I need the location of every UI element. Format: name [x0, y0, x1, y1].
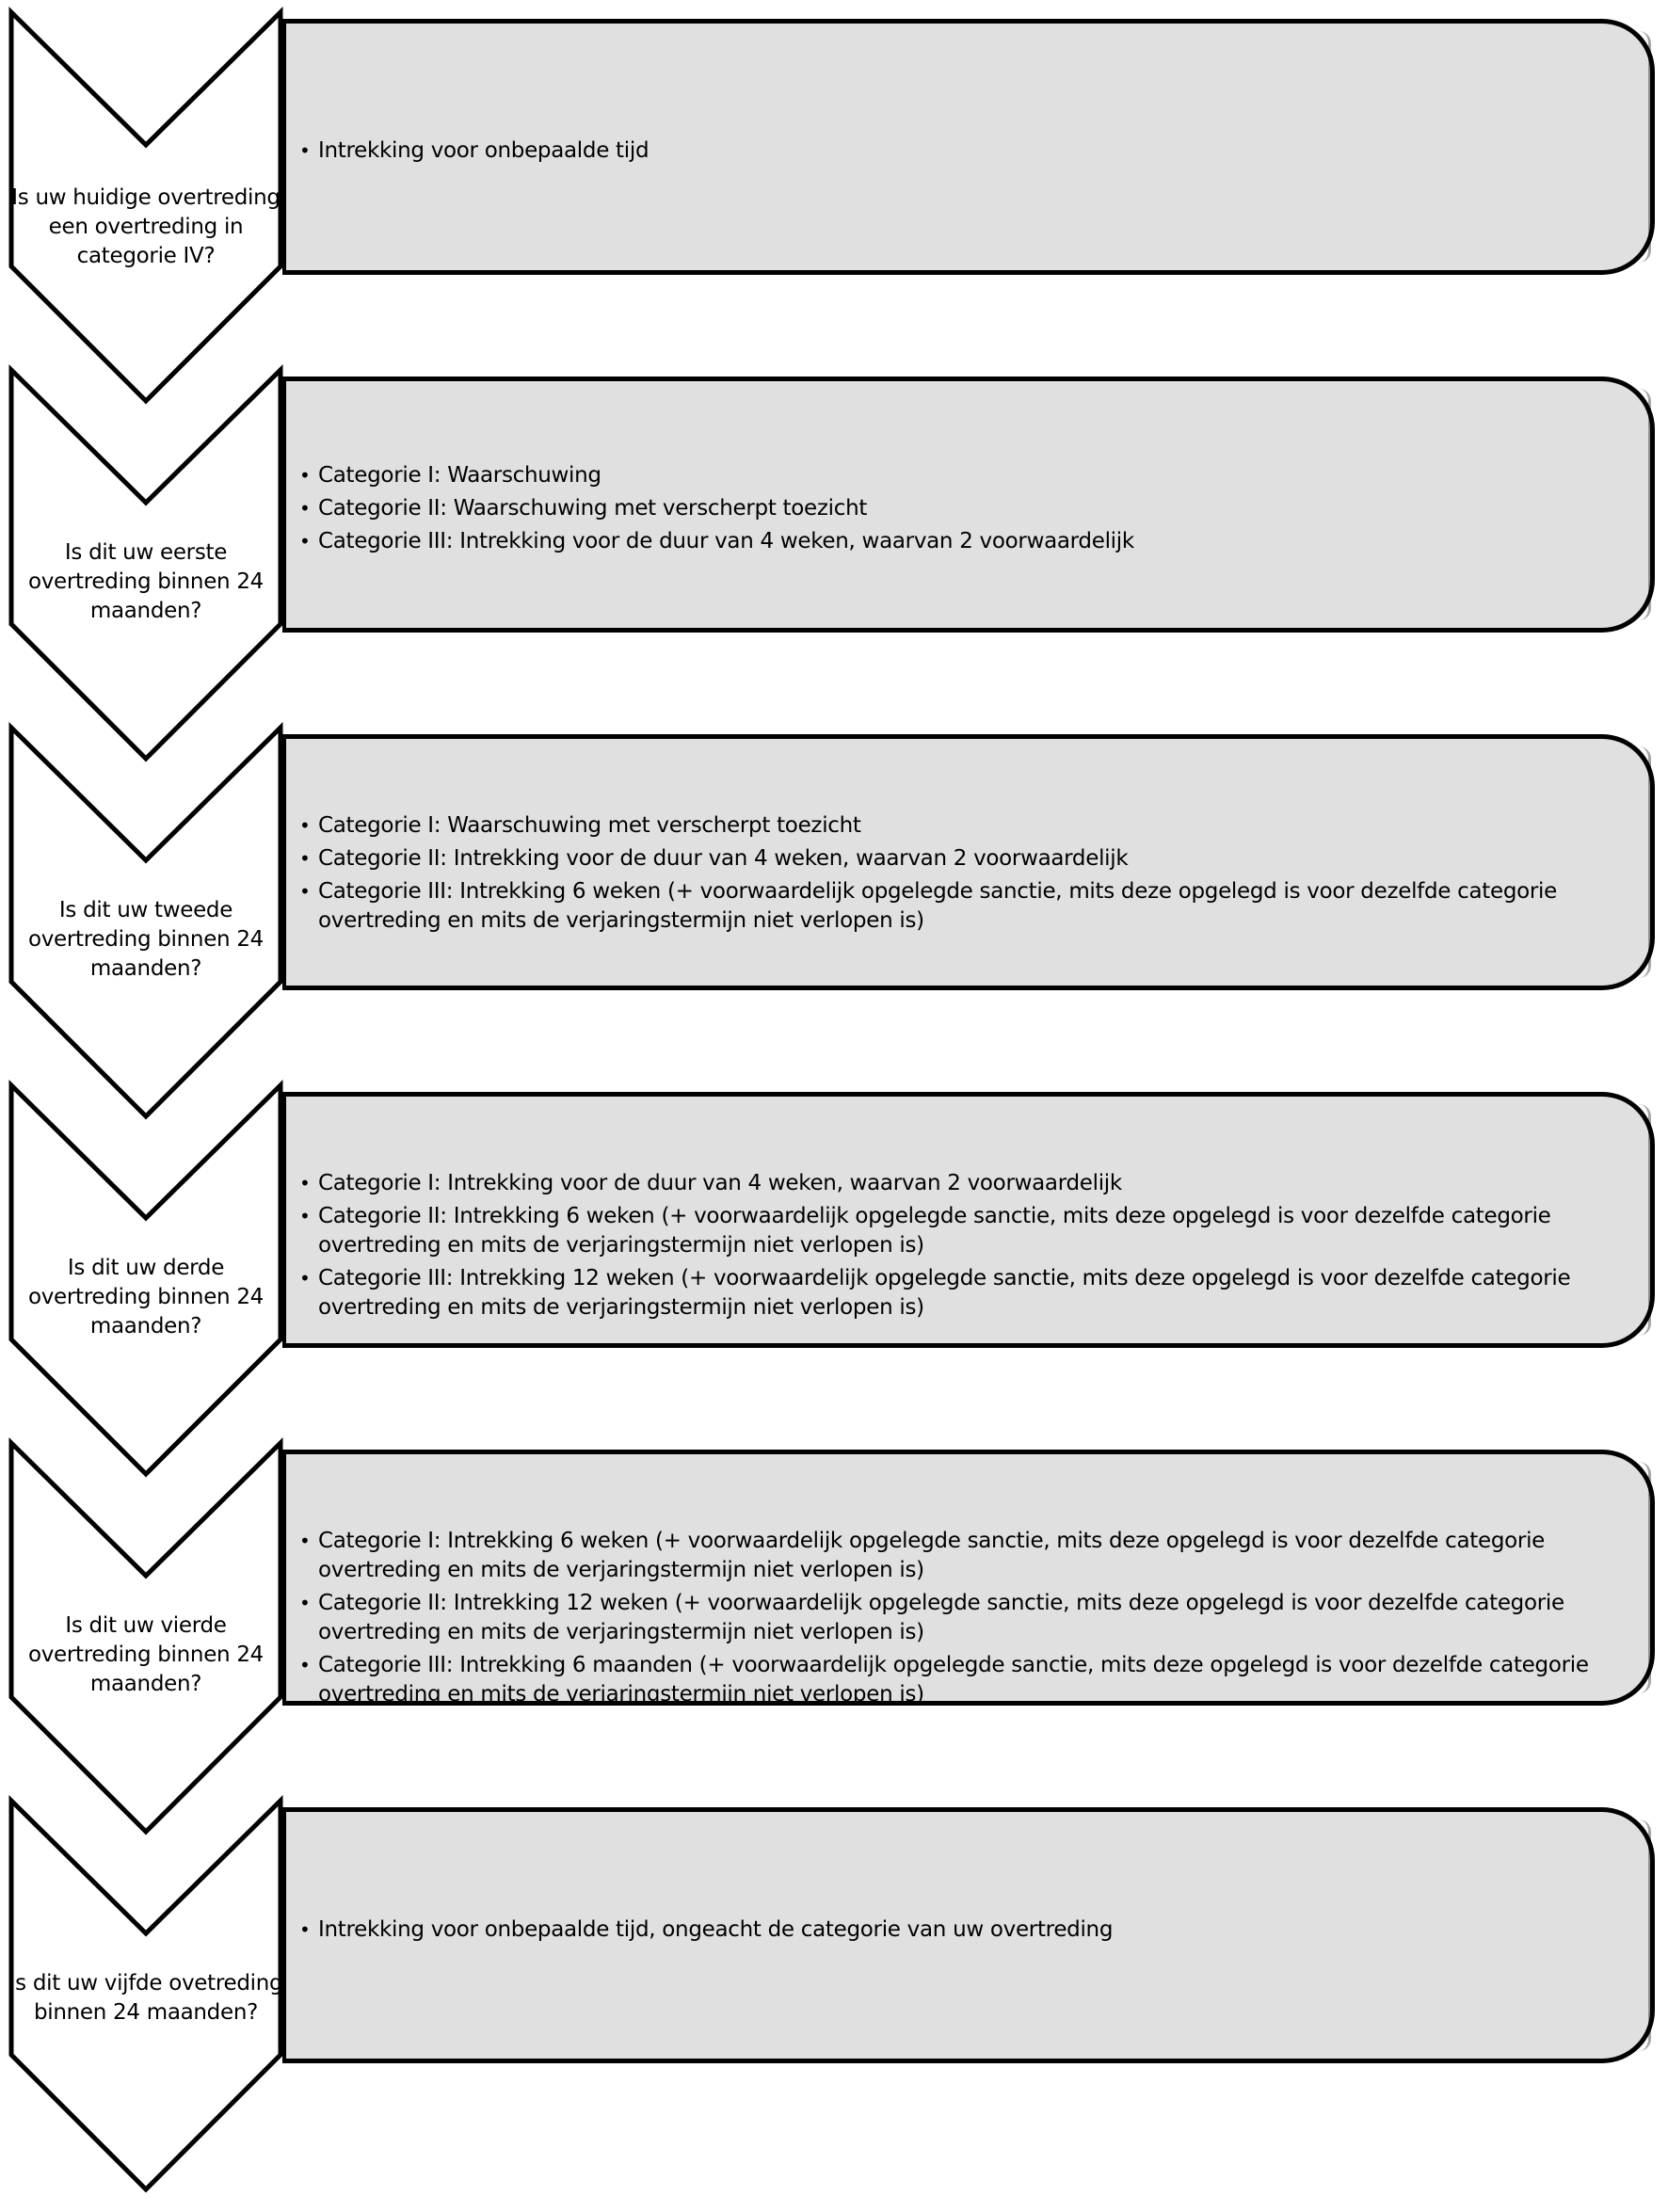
- chevron-outline: [8, 1795, 283, 2193]
- question-label: Is uw huidige overtreding een overtredin…: [11, 185, 281, 268]
- list-item: • Categorie III: Intrekking 12 weken (+ v…: [299, 1264, 1639, 1322]
- chevron-arrow-shape: [8, 722, 283, 1120]
- outcome-list: • Categorie I: Waarschuwing met verscherp…: [299, 811, 1639, 939]
- chevron-arrow-shape: [8, 364, 283, 762]
- bullet-icon: •: [299, 1205, 311, 1227]
- chevron-arrow-shape: [8, 7, 283, 405]
- list-item: • Intrekking voor onbepaalde tijd, ongeac…: [299, 1915, 1639, 1945]
- bullet-icon: •: [299, 464, 311, 487]
- outcome-text: Intrekking voor onbepaalde tijd: [318, 138, 650, 163]
- question-label: Is dit uw tweede overtreding binnen 24 m…: [27, 898, 265, 981]
- chevron-outline: [8, 1437, 283, 1835]
- chevron-outline: [8, 7, 283, 405]
- outcome-box: • Intrekking voor onbepaalde tijd: [282, 19, 1655, 275]
- bullet-icon: •: [299, 497, 311, 520]
- list-item: • Categorie II: Intrekking 12 weken (+ vo…: [299, 1589, 1639, 1647]
- outcome-box: • Categorie I: Intrekking 6 weken (+ voor…: [282, 1450, 1655, 1707]
- outcome-box: • Categorie I: Waarschuwing • Categorie II:…: [282, 377, 1655, 633]
- bullet-icon: •: [299, 847, 311, 870]
- list-item: • Categorie I: Intrekking 6 weken (+ voor…: [299, 1527, 1639, 1585]
- outcome-text: Categorie III: Intrekking 12 weken (+ vo…: [318, 1266, 1571, 1320]
- flow-row: • Categorie I: Intrekking voor de duur va…: [0, 1080, 1668, 1478]
- list-item: • Categorie III: Intrekking voor de duur …: [299, 527, 1639, 556]
- outcome-text: Categorie I: Intrekking voor de duur van…: [318, 1171, 1122, 1195]
- chevron-arrow-shape: [8, 1080, 283, 1478]
- outcome-text: Categorie I: Intrekking 6 weken (+ voorw…: [318, 1529, 1546, 1582]
- flow-row: • Categorie I: Waarschuwing met verscherp…: [0, 722, 1668, 1120]
- outcome-list: • Categorie I: Intrekking voor de duur va…: [299, 1169, 1639, 1326]
- outcome-text: Categorie I: Waarschuwing: [318, 463, 601, 488]
- list-item: • Categorie III: Intrekking 6 weken (+ vo…: [299, 877, 1639, 936]
- outcome-text: Categorie III: Intrekking 6 weken (+ voo…: [318, 879, 1557, 933]
- flow-row: • Intrekking voor onbepaalde tijd Is uw hu…: [0, 7, 1668, 405]
- outcome-box: • Categorie I: Intrekking voor de duur va…: [282, 1092, 1655, 1348]
- outcome-box: • Categorie I: Waarschuwing met verscherp…: [282, 734, 1655, 990]
- chevron-outline: [8, 1080, 283, 1478]
- list-item: • Categorie I: Intrekking voor de duur va…: [299, 1169, 1639, 1198]
- question-label: Is dit uw vierde overtreding binnen 24 m…: [27, 1613, 265, 1696]
- bullet-icon: •: [299, 814, 311, 837]
- bullet-icon: •: [299, 139, 311, 162]
- bullet-icon: •: [299, 1592, 311, 1614]
- list-item: • Intrekking voor onbepaalde tijd: [299, 136, 1639, 166]
- outcome-text: Categorie II: Intrekking 12 weken (+ voo…: [318, 1591, 1564, 1644]
- list-item: • Categorie II: Intrekking voor de duur v…: [299, 844, 1639, 874]
- question-label: Is dit uw vijfde ovetreding binnen 24 ma…: [8, 1971, 283, 2025]
- list-item: • Categorie I: Waarschuwing met verscherp…: [299, 811, 1639, 841]
- flow-row: • Intrekking voor onbepaalde tijd, ongeac…: [0, 1795, 1668, 2193]
- flow-row: • Categorie I: Intrekking 6 weken (+ voor…: [0, 1437, 1668, 1835]
- bullet-icon: •: [299, 880, 311, 903]
- list-item: • Categorie I: Waarschuwing: [299, 461, 1639, 490]
- outcome-list: • Categorie I: Intrekking 6 weken (+ voor…: [299, 1527, 1639, 1713]
- chevron-arrow-shape: [8, 1437, 283, 1835]
- bullet-icon: •: [299, 1172, 311, 1194]
- outcome-text: Categorie I: Waarschuwing met verscherpt…: [318, 813, 861, 838]
- bullet-icon: •: [299, 1918, 311, 1941]
- bullet-icon: •: [299, 530, 311, 553]
- outcome-list: • Intrekking voor onbepaalde tijd, ongeac…: [299, 1915, 1639, 1948]
- outcome-list: • Categorie I: Waarschuwing • Categorie II:…: [299, 461, 1639, 560]
- outcome-box: • Intrekking voor onbepaalde tijd, ongeac…: [282, 1807, 1655, 2063]
- outcome-text: Categorie III: Intrekking voor de duur v…: [318, 529, 1134, 553]
- outcome-text: Intrekking voor onbepaalde tijd, ongeach…: [318, 1917, 1114, 1942]
- chevron-outline: [8, 364, 283, 762]
- chevron-outline: [8, 722, 283, 1120]
- bullet-icon: •: [299, 1654, 311, 1676]
- question-label: Is dit uw eerste overtreding binnen 24 m…: [27, 540, 265, 623]
- list-item: • Categorie III: Intrekking 6 maanden (+ …: [299, 1651, 1639, 1709]
- bullet-icon: •: [299, 1267, 311, 1290]
- bullet-icon: •: [299, 1530, 311, 1552]
- list-item: • Categorie II: Waarschuwing met verscher…: [299, 494, 1639, 523]
- flow-row: • Categorie I: Waarschuwing • Categorie II:…: [0, 364, 1668, 762]
- outcome-text: Categorie II: Intrekking 6 weken (+ voor…: [318, 1204, 1551, 1258]
- outcome-text: Categorie II: Intrekking voor de duur va…: [318, 846, 1129, 871]
- outcome-list: • Intrekking voor onbepaalde tijd: [299, 136, 1639, 169]
- list-item: • Categorie II: Intrekking 6 weken (+ voo…: [299, 1202, 1639, 1260]
- question-label: Is dit uw derde overtreding binnen 24 ma…: [27, 1256, 265, 1338]
- outcome-text: Categorie III: Intrekking 6 maanden (+ v…: [318, 1653, 1589, 1707]
- chevron-arrow-shape: [8, 1795, 283, 2193]
- outcome-text: Categorie II: Waarschuwing met verscherp…: [318, 496, 868, 521]
